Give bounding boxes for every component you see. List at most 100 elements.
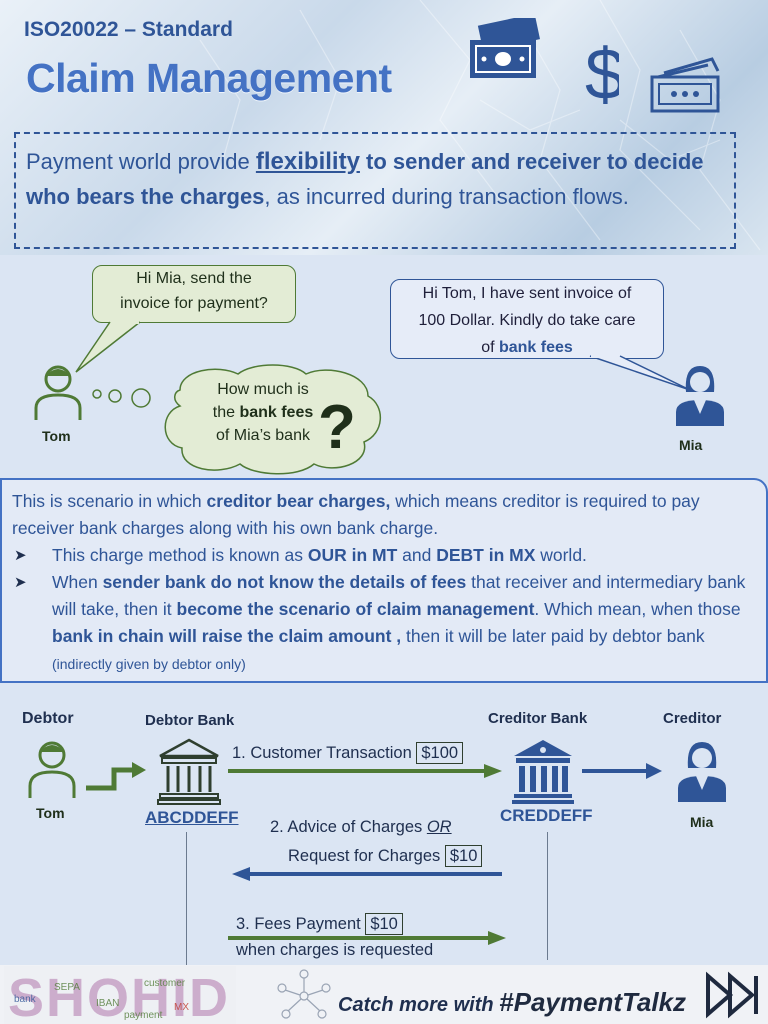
footer-catch-text: Catch more with <box>338 994 500 1016</box>
debtor-avatar-icon <box>28 741 76 798</box>
step-2-arrow <box>232 867 502 881</box>
step-arrow-icon <box>86 762 146 791</box>
bullet-arrow-icon: ➤ <box>14 574 27 591</box>
scenario-intro: This is scenario in which creditor bear … <box>12 488 756 542</box>
banknote-outline-icon <box>650 57 720 113</box>
page-title: Claim Management <box>26 55 392 101</box>
scen-text: . Which mean, when those <box>534 599 741 619</box>
scen-sender-bank: sender bank do not know the details of f… <box>102 572 467 592</box>
footer-hashtag: #PaymentTalkz <box>499 987 687 1017</box>
scen-text: then it will be later paid by debtor ban… <box>401 626 705 646</box>
tom-bubble-line-2: invoice for payment? <box>120 295 268 312</box>
step-1-text: 1. Customer Transaction <box>232 744 412 762</box>
intro-text-2: to sender and receiver to decide who bea… <box>26 149 704 209</box>
scen-text: world. <box>535 545 587 565</box>
svg-text:payment: payment <box>124 1010 163 1021</box>
svg-text:customer: customer <box>144 978 186 989</box>
scen-text: which means creditor is required to pay … <box>12 491 700 538</box>
debtor-bank-lifeline <box>186 832 187 965</box>
standard-label: ISO20022 – Standard <box>24 18 233 41</box>
thought-line-3: of Mia’s bank <box>216 427 310 444</box>
svg-text:bank: bank <box>14 994 37 1005</box>
debtor-bank-icon <box>157 738 221 805</box>
mia-label: Mia <box>679 437 703 453</box>
scenario-bullet-1: ➤ This charge method is known as OUR in M… <box>12 542 756 569</box>
svg-text:SEPA: SEPA <box>54 982 80 993</box>
step-3-amount: $10 <box>365 913 403 935</box>
mia-bubble-line-2: 100 Dollar. Kindly do take care <box>418 312 636 329</box>
step-2-text: Request for Charges <box>288 847 441 865</box>
mia-bubble-text: of <box>481 339 499 356</box>
debtor-bic: ABCDDEFF <box>145 808 239 827</box>
step-1-amount: $100 <box>416 742 464 764</box>
step-3-line-2: when charges is requested <box>236 941 434 959</box>
creditor-arrow-icon <box>582 763 662 779</box>
thought-text-a: the <box>212 404 240 421</box>
svg-text:$: $ <box>585 35 619 111</box>
scen-text: that receiver and intermediary bank will… <box>52 572 746 619</box>
tom-avatar-icon <box>34 365 82 420</box>
step-2-amount: $10 <box>444 845 483 867</box>
intro-box: Payment world provide flexibility to sen… <box>14 132 736 249</box>
step-2-line-1: 2. Advice of Charges OR <box>270 818 452 837</box>
scen-text: and <box>397 545 437 565</box>
creditor-avatar-icon <box>678 742 726 802</box>
dollar-icon: $ <box>585 35 619 111</box>
svg-text:SHOHID: SHOHID <box>8 968 230 1024</box>
scen-note: (indirectly given by debtor only) <box>52 656 246 672</box>
thought-bankfees: bank fees <box>239 404 314 421</box>
thought-line-1: How much is <box>217 381 309 398</box>
flow-debtor-heading: Debtor <box>22 710 74 727</box>
intro-flexibility: flexibility <box>255 148 360 175</box>
step-2-text: 2. Advice of Charges <box>270 818 427 836</box>
scen-debt-mx: DEBT in MX <box>436 545 536 565</box>
flow-creditor-heading: Creditor <box>663 710 722 727</box>
scen-our-mt: OUR in MT <box>307 545 398 565</box>
footer-tagline: Catch more with #PaymentTalkz <box>338 987 686 1018</box>
thought-cloud: ? <box>92 364 382 475</box>
scen-creditor-bear: creditor bear charges, <box>206 491 391 511</box>
step-3-line-1: 3. Fees Payment $10 <box>236 913 403 935</box>
banknote-icon <box>470 18 541 78</box>
step-2-or: OR <box>426 818 452 836</box>
scen-text: This is scenario in which <box>12 491 207 511</box>
flow-tom-label: Tom <box>36 805 65 821</box>
scen-text: This charge method is known as <box>52 545 308 565</box>
mia-bubble-bankfees: bank fees <box>498 339 573 356</box>
mia-speech-bubble: Hi Tom, I have sent invoice of 100 Dolla… <box>390 279 664 359</box>
step-1-label: 1. Customer Transaction $100 <box>232 742 464 764</box>
mia-bubble-line-3: of bank fees <box>391 334 663 361</box>
creditor-bic: CREDDEFF <box>500 806 593 825</box>
thought-text: How much is the bank fees of Mia’s bank <box>188 378 338 447</box>
scen-claim-mgmt: become the scenario of claim management <box>176 599 535 619</box>
intro-text-3: , as incurred during transaction flows. <box>264 184 629 209</box>
flow-creditor-bank-heading: Creditor Bank <box>488 710 588 727</box>
step-2-line-2: Request for Charges $10 <box>288 845 483 867</box>
fast-forward-icon <box>706 971 758 1019</box>
tom-speech-bubble: Hi Mia, send the invoice for payment? <box>92 265 296 323</box>
question-mark-icon: ? <box>318 393 356 462</box>
scenario-bullet-2: ➤ When sender bank do not know the detail… <box>12 569 756 678</box>
tom-bubble-tail <box>75 318 141 373</box>
step-1-arrow <box>228 764 502 778</box>
mia-bubble-line-1: Hi Tom, I have sent invoice of <box>422 285 632 302</box>
step-3-text: 3. Fees Payment <box>236 915 361 933</box>
network-icon <box>277 969 331 1019</box>
bullet-arrow-icon: ➤ <box>14 547 27 564</box>
header-banner <box>0 0 768 255</box>
mia-avatar-icon <box>676 366 724 426</box>
flow-mia-label: Mia <box>690 814 714 830</box>
thought-line-2: the bank fees <box>188 401 338 424</box>
creditor-bank-icon <box>512 740 574 804</box>
scenario-box: This is scenario in which creditor bear … <box>0 478 768 683</box>
scen-text: When <box>52 572 103 592</box>
tom-bubble-line-1: Hi Mia, send the <box>136 270 252 287</box>
intro-text-1: Payment world provide <box>26 149 256 174</box>
scen-bank-chain: bank in chain will raise the claim amoun… <box>52 626 402 646</box>
tom-label: Tom <box>42 428 71 444</box>
svg-text:IBAN: IBAN <box>96 998 119 1009</box>
flow-debtor-bank-heading: Debtor Bank <box>145 712 235 729</box>
creditor-bank-lifeline <box>547 832 548 960</box>
svg-text:MX: MX <box>174 1002 189 1013</box>
